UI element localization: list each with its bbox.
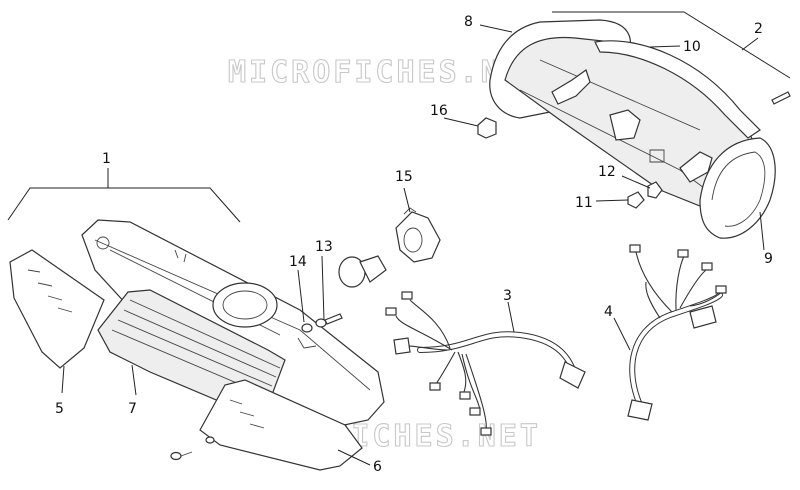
callout-16: 16 [430, 103, 448, 119]
tail-light-assembly [477, 19, 791, 239]
watermark-top: MICROFICHES.NET [228, 55, 544, 90]
washer [301, 323, 313, 333]
callout-9: 9 [764, 251, 773, 267]
callout-11: 11 [575, 195, 593, 211]
tail-bulb-left [551, 69, 591, 105]
callout-8: 8 [464, 14, 473, 30]
leader-lines [7, 11, 791, 466]
callout-14: 14 [289, 254, 307, 270]
left-indicator-lens [9, 249, 105, 369]
callout-12: 12 [598, 164, 616, 180]
callout-10: 10 [683, 39, 701, 55]
callout-4: 4 [604, 304, 613, 320]
callout-15: 15 [395, 169, 413, 185]
callout-2: 2 [754, 21, 763, 37]
wiring-harness-3 [385, 291, 586, 436]
headlight-bulb [338, 255, 387, 288]
tail-gasket-9 [699, 137, 776, 239]
callout-7: 7 [128, 401, 137, 417]
callout-3: 3 [503, 288, 512, 304]
bulb-socket [395, 207, 441, 263]
tail-lens-10 [594, 40, 761, 139]
callout-1: 1 [102, 151, 111, 167]
callouts: 1 2 3 4 5 6 7 8 9 10 11 12 13 14 15 16 [55, 14, 773, 475]
callout-6: 6 [373, 459, 382, 475]
reflector [212, 282, 278, 328]
screw [324, 313, 343, 325]
wiring-harness-4 [627, 244, 727, 421]
bulb-holder-11 [627, 191, 645, 209]
bulb-holder-12 [647, 181, 663, 199]
headlight-lens [97, 289, 286, 411]
washer-and-screw [301, 313, 343, 333]
callout-13: 13 [315, 239, 333, 255]
right-indicator-lens [199, 379, 363, 471]
front-light-assembly [9, 219, 385, 471]
tail-bulb-right [679, 151, 713, 183]
bulb-holder-16 [477, 117, 497, 139]
callout-5: 5 [55, 401, 64, 417]
